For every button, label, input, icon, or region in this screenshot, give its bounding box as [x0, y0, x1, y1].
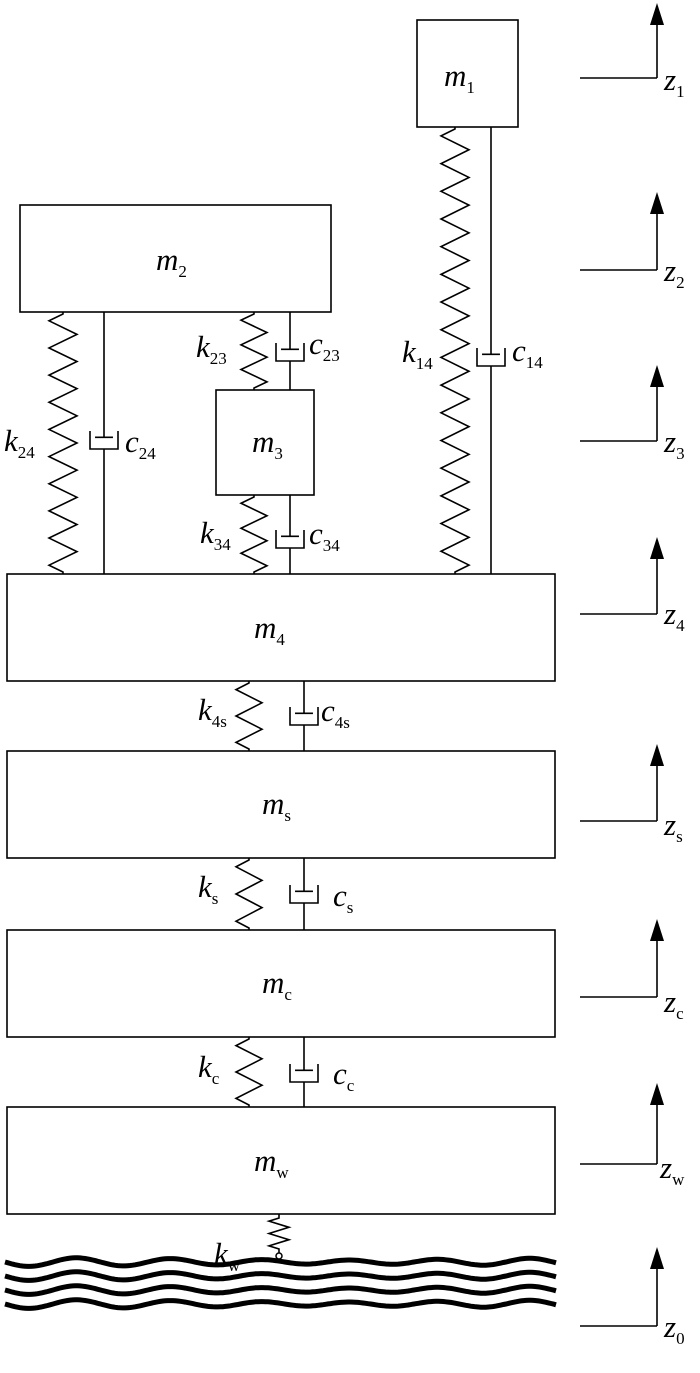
label-z1: z1 — [663, 62, 685, 101]
mass-ms — [6, 750, 556, 859]
road-line-2 — [4, 1269, 557, 1283]
label-cs: cs — [333, 878, 353, 917]
label-mw: mw — [254, 1143, 289, 1182]
label-k34: k34 — [200, 515, 231, 554]
arrow-up-icon — [650, 537, 664, 559]
label-c23: c23 — [309, 326, 340, 365]
label-z0: z0 — [663, 1309, 685, 1348]
coord-arrow-zc — [580, 919, 664, 998]
damper-c14 — [476, 127, 506, 574]
damper-cc — [289, 1037, 319, 1107]
arrow-up-icon — [650, 365, 664, 387]
road-line-1 — [4, 1255, 557, 1269]
damper-cs — [289, 858, 319, 930]
label-z2: z2 — [663, 253, 685, 292]
mass-m1 — [416, 19, 519, 128]
mass-m2 — [19, 204, 332, 313]
coord-arrow-z3 — [580, 365, 664, 442]
spring-k14 — [439, 127, 471, 574]
road-line-3 — [4, 1283, 557, 1297]
label-m4: m4 — [254, 610, 285, 649]
spring-kc — [234, 1037, 264, 1107]
label-m3: m3 — [252, 424, 283, 463]
label-c4s: c4s — [321, 693, 350, 732]
label-k14: k14 — [402, 334, 433, 373]
label-c14: c14 — [512, 333, 543, 372]
label-zc: zc — [663, 984, 684, 1023]
road-surface — [4, 1255, 557, 1311]
spring-k23 — [239, 312, 269, 390]
coordinate-arrows — [580, 3, 664, 1327]
coord-arrow-zs — [580, 744, 664, 822]
label-m2: m2 — [156, 242, 187, 281]
arrow-up-icon — [650, 192, 664, 214]
dampers — [89, 127, 506, 1107]
coord-arrow-z4 — [580, 537, 664, 615]
label-k4s: k4s — [198, 692, 227, 731]
label-k23: k23 — [196, 329, 227, 368]
label-kc: kc — [198, 1049, 220, 1088]
mass-m3 — [215, 389, 315, 496]
arrow-up-icon — [650, 1247, 664, 1269]
spring-ks — [234, 858, 264, 930]
arrow-up-icon — [650, 919, 664, 941]
label-m1: m1 — [444, 58, 475, 97]
coord-arrow-z0 — [580, 1247, 664, 1327]
label-ms: ms — [262, 786, 291, 825]
arrow-up-icon — [650, 3, 664, 25]
spring-k24 — [47, 312, 79, 574]
label-ks: ks — [198, 869, 218, 908]
damper-c34 — [275, 495, 305, 574]
label-zs: zs — [663, 807, 683, 846]
label-k24: k24 — [4, 423, 35, 462]
coord-arrow-z1 — [580, 3, 664, 79]
damper-c4s — [289, 681, 319, 751]
label-c24: c24 — [125, 424, 156, 463]
spring-k34 — [239, 495, 269, 574]
arrow-up-icon — [650, 744, 664, 766]
label-z3: z3 — [663, 424, 685, 463]
label-mc: mc — [262, 965, 292, 1004]
coord-arrow-zw — [580, 1083, 664, 1165]
road-line-4 — [4, 1297, 557, 1311]
label-kw: kw — [214, 1236, 241, 1275]
label-zw: zw — [659, 1150, 685, 1189]
label-c34: c34 — [309, 516, 340, 555]
mass-mc — [6, 929, 556, 1038]
tire-contact-point — [275, 1252, 283, 1260]
damper-c23 — [275, 312, 305, 390]
coord-arrow-z2 — [580, 192, 664, 271]
mass-m4 — [6, 573, 556, 682]
mass-mw — [6, 1106, 556, 1215]
arrow-up-icon — [650, 1083, 664, 1105]
damper-c24 — [89, 312, 119, 574]
springs — [47, 127, 471, 1253]
spring-k4s — [234, 681, 264, 751]
label-z4: z4 — [663, 596, 685, 635]
spring-kw — [266, 1214, 292, 1253]
label-cc: cc — [333, 1056, 355, 1095]
